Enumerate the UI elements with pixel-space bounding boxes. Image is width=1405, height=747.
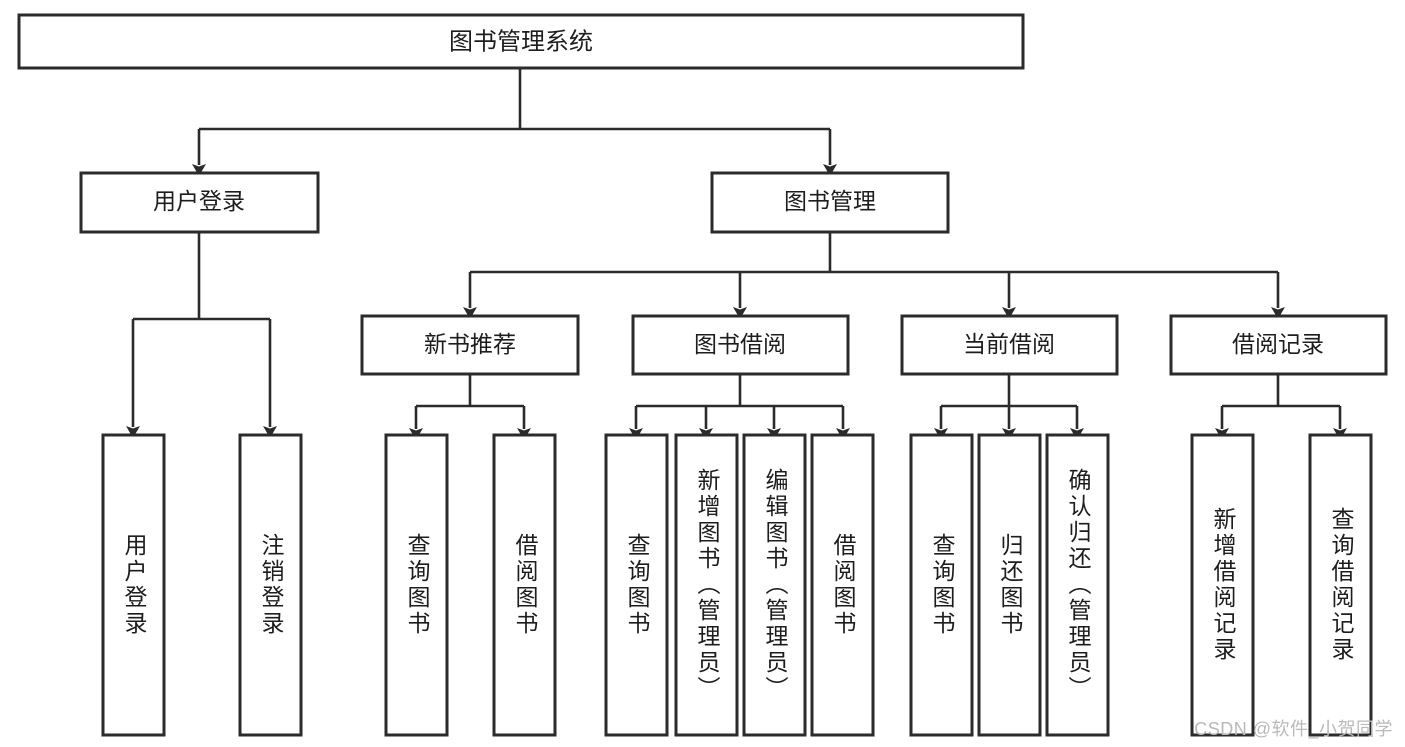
node-leaf-borrow-book-1[interactable] [492, 433, 557, 737]
node-new-book-recommend[interactable] [360, 314, 580, 376]
node-user-login-label: 用户登录 [153, 188, 245, 214]
connector-group-book-borrow [629, 374, 850, 440]
node-leaf-add-borrow-record[interactable] [1190, 433, 1255, 737]
node-leaf-add-book-admin[interactable] [674, 433, 739, 737]
node-new-book-recommend-label: 新书推荐 [424, 331, 516, 357]
node-user-login[interactable] [79, 171, 320, 234]
csdn-watermark: CSDN @软件_小贺同学 [1194, 719, 1393, 739]
node-book-management-label: 图书管理 [784, 188, 876, 214]
node-leaf-logout[interactable] [238, 433, 303, 737]
node-leaf-confirm-return-admin[interactable] [1045, 433, 1110, 737]
node-leaf-user-login[interactable] [101, 433, 166, 737]
connector-group-new-book-recommend [409, 374, 531, 440]
node-borrow-record[interactable] [1169, 314, 1388, 376]
node-leaf-query-borrow-record[interactable] [1308, 433, 1373, 737]
node-leaf-borrow-book-2[interactable] [810, 433, 875, 737]
connector-group-user-login [126, 232, 277, 438]
node-root-book-management-system[interactable] [17, 13, 1025, 70]
node-leaf-query-book-3[interactable] [909, 433, 974, 737]
connector-group-current-borrow [934, 374, 1084, 440]
node-current-borrow-label: 当前借阅 [963, 331, 1055, 357]
node-borrow-record-label: 借阅记录 [1232, 331, 1324, 357]
connector-group-book-management [463, 232, 1285, 319]
node-leaf-edit-book-admin[interactable] [742, 433, 807, 737]
node-leaf-query-book-1[interactable] [384, 433, 449, 737]
node-leaf-query-book-2[interactable] [604, 433, 669, 737]
node-root-label: 图书管理系统 [449, 28, 593, 55]
connector-group-borrow-record [1215, 374, 1347, 440]
node-book-borrow[interactable] [631, 314, 850, 376]
node-book-management[interactable] [710, 171, 950, 234]
node-current-borrow[interactable] [900, 314, 1119, 376]
connector-group-root [192, 68, 837, 176]
node-leaf-return-book[interactable] [977, 433, 1042, 737]
node-book-borrow-label: 图书借阅 [694, 331, 786, 357]
